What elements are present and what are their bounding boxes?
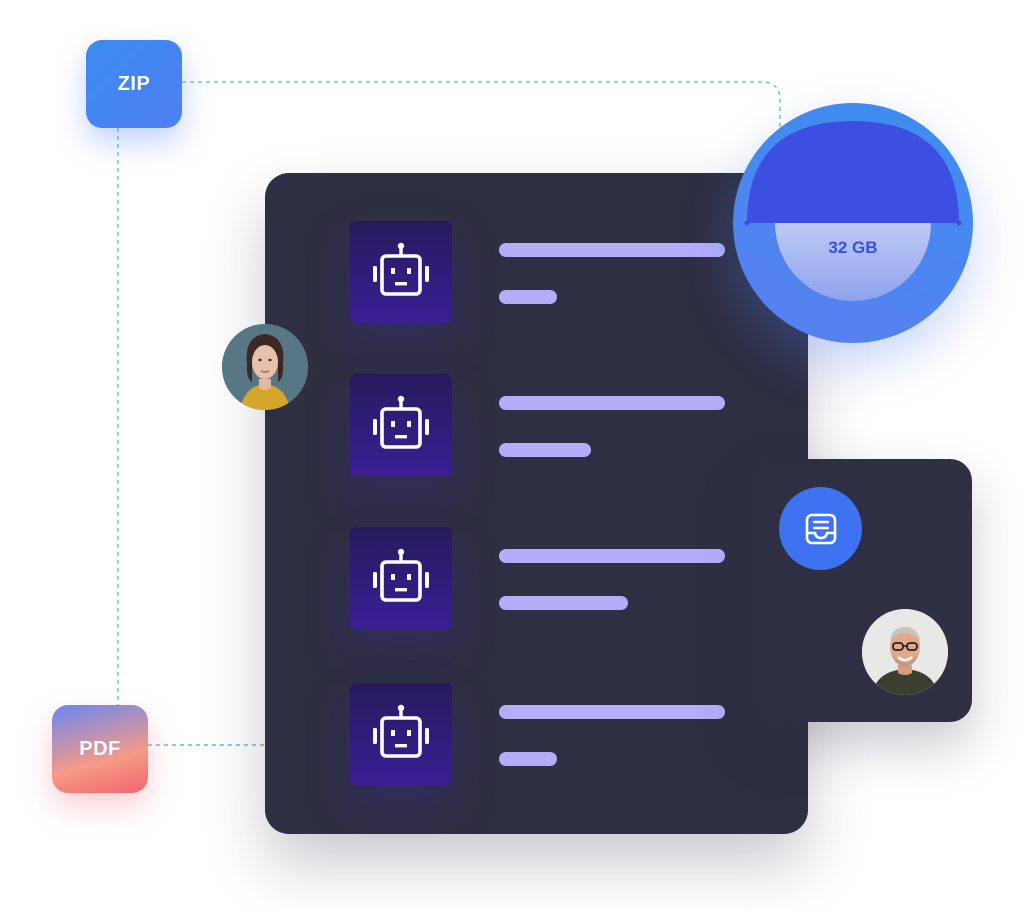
inbox-button[interactable] <box>779 487 862 570</box>
title-placeholder-bar <box>499 396 725 410</box>
pdf-label: PDF <box>79 737 121 760</box>
title-placeholder-bar <box>499 705 725 719</box>
storage-gauge[interactable] <box>733 103 973 343</box>
robot-icon <box>350 374 452 476</box>
pdf-file-badge[interactable]: PDF <box>52 705 148 793</box>
side-panel-card <box>752 459 972 722</box>
list-item[interactable] <box>350 374 730 476</box>
bot-list-card <box>265 173 808 834</box>
robot-icon <box>350 221 452 323</box>
zip-file-badge[interactable]: ZIP <box>86 40 182 128</box>
avatar-woman[interactable] <box>222 324 308 410</box>
subtitle-placeholder-bar <box>499 443 591 457</box>
zip-label: ZIP <box>117 72 151 95</box>
list-item[interactable] <box>350 683 730 785</box>
list-item[interactable] <box>350 221 730 323</box>
storage-label: 32 GB <box>828 238 878 257</box>
subtitle-placeholder-bar <box>499 596 628 610</box>
title-placeholder-bar <box>499 243 725 257</box>
list-item[interactable] <box>350 527 730 629</box>
storage-fill-cap <box>744 121 962 226</box>
subtitle-placeholder-bar <box>499 290 557 304</box>
subtitle-placeholder-bar <box>499 752 557 766</box>
inbox-icon <box>805 513 836 544</box>
robot-icon <box>350 527 452 629</box>
avatar-man[interactable] <box>862 609 948 695</box>
robot-icon <box>350 683 452 785</box>
title-placeholder-bar <box>499 549 725 563</box>
